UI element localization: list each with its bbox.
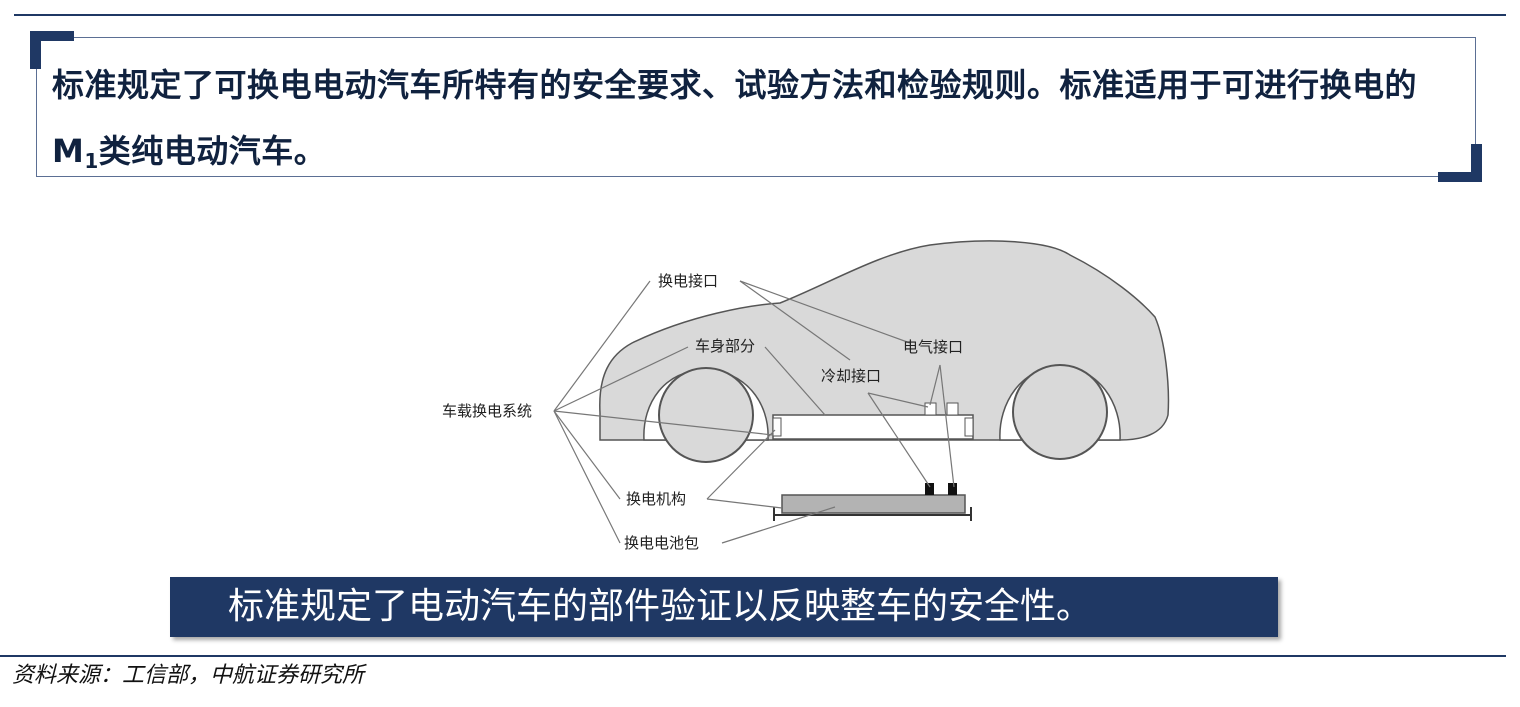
front-wheel	[658, 367, 754, 463]
source-note: 资料来源：工信部，中航证券研究所	[12, 663, 365, 688]
bottom-rule	[0, 655, 1506, 657]
callout-text-end: 类纯电动汽车。	[98, 132, 327, 170]
callout-text-main: 标准规定了可换电电动汽车所特有的安全要求、试验方法和检验规则。标准适用于可进行换…	[52, 66, 1418, 170]
label-onboard-swap-system: 车载换电系统	[442, 402, 532, 420]
battery-swap-vehicle-diagram: 换电接口 车身部分 电气接口 冷却接口 车载换电系统 换电机构 换电电池包	[270, 225, 1420, 585]
label-cooling-interface: 冷却接口	[821, 367, 881, 385]
label-swap-mechanism: 换电机构	[626, 490, 686, 508]
rear-wheel	[1012, 364, 1108, 460]
label-swap-interface: 换电接口	[658, 272, 718, 290]
callout-corner-top-left	[30, 31, 74, 69]
label-body-part: 车身部分	[695, 337, 755, 355]
callout-text: 标准规定了可换电电动汽车所特有的安全要求、试验方法和检验规则。标准适用于可进行换…	[52, 52, 1462, 184]
onboard-battery-frame	[772, 414, 974, 440]
label-swap-battery-pack: 换电电池包	[624, 534, 699, 552]
label-electrical-interface: 电气接口	[903, 338, 963, 356]
caption-banner: 标准规定了电动汽车的部件验证以反映整车的安全性。	[170, 577, 1278, 637]
callout-corner-bottom-right	[1438, 144, 1482, 182]
caption-text: 标准规定了电动汽车的部件验证以反映整车的安全性。	[228, 586, 1093, 627]
callout-box	[36, 37, 1476, 177]
swap-battery-pack-shape	[781, 494, 966, 514]
callout-subscript: 1	[84, 149, 99, 173]
top-rule	[14, 14, 1506, 16]
